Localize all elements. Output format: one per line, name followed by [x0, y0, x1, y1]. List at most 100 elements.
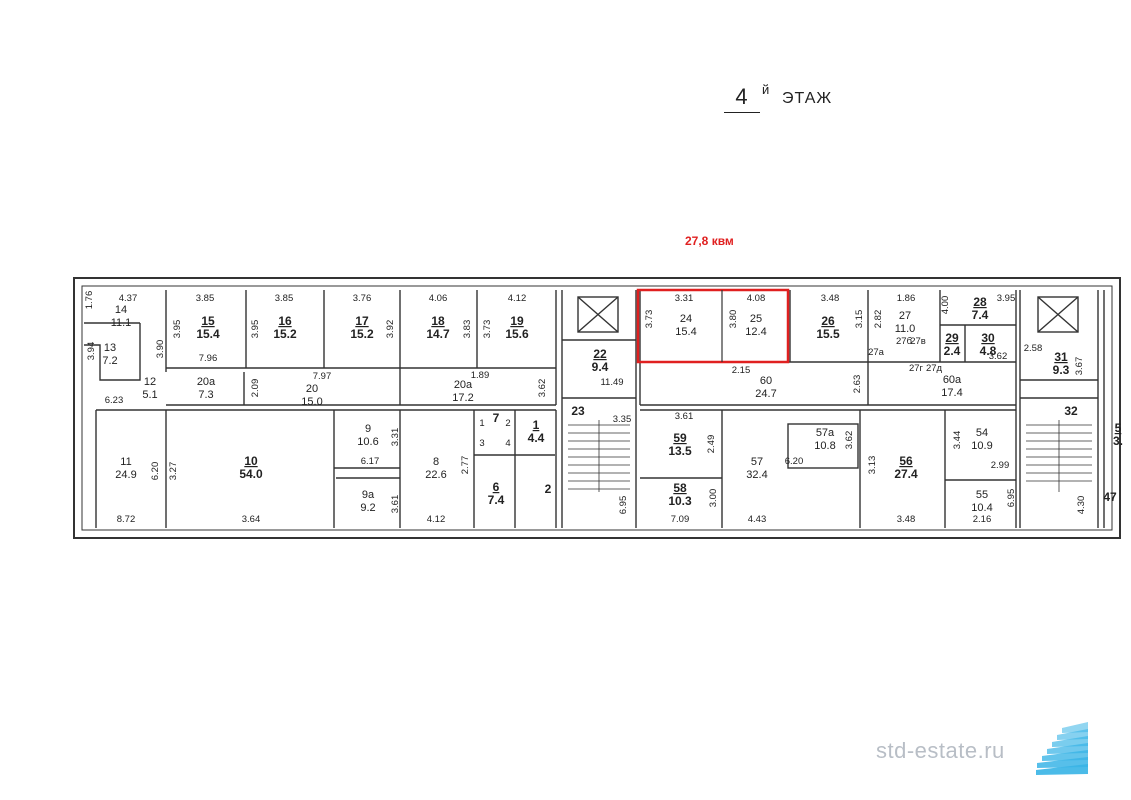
dimension-label: 2.09: [250, 379, 261, 398]
dimension-label: 3.44: [952, 431, 963, 450]
dimension-label: 3.85: [196, 293, 215, 304]
dimension-label: 3.92: [385, 320, 396, 339]
room-area: 15.4: [675, 326, 696, 338]
room-area: 11.0: [895, 323, 916, 335]
dimension-label: 11.49: [600, 377, 623, 388]
dimension-label: 3.95: [250, 320, 261, 339]
small-label: 3: [479, 438, 484, 449]
room-28: 287.4: [972, 295, 989, 322]
logo-stripe: [1042, 750, 1088, 761]
small-label: 1: [479, 418, 484, 429]
dimension-label: 4.00: [940, 296, 951, 315]
dimension-label: 3.64: [242, 514, 261, 525]
room-5: 53.: [1113, 421, 1123, 448]
room-number: 13: [104, 342, 116, 354]
room-number: 31: [1054, 350, 1068, 364]
dimension-label: 2.58: [1024, 343, 1043, 354]
room-30: 304.8: [980, 331, 997, 358]
room-area: 17.4: [941, 387, 962, 399]
room-9: 910.6: [357, 423, 378, 448]
room-9а: 9а9.2: [360, 489, 375, 514]
room-area: 15.4: [196, 327, 220, 341]
room-number: 12: [144, 376, 156, 388]
room-area: 24.7: [755, 388, 776, 400]
dimension-label: 2.77: [460, 456, 471, 475]
dimension-label: 3.73: [482, 320, 493, 339]
room-area: 7.4: [972, 308, 989, 322]
room-number: 47: [1103, 490, 1117, 504]
dimension-label: 3.76: [353, 293, 372, 304]
room-number: 59: [673, 431, 687, 445]
room-area: 4.4: [528, 431, 545, 445]
room-12: 125.1: [142, 376, 157, 401]
dimension-label: 2.49: [706, 435, 717, 454]
dimension-label: 6.23: [105, 395, 124, 406]
floor-number: 4: [724, 84, 760, 113]
room-area: 24.9: [115, 469, 136, 481]
dimension-label: 1.89: [471, 370, 490, 381]
room-number: 17: [355, 314, 369, 328]
room-area: 10.6: [357, 436, 378, 448]
floor-label: ЭТАЖ: [782, 90, 833, 107]
room-area: 9.3: [1053, 363, 1070, 377]
dimension-label: 4.08: [747, 293, 766, 304]
room-number: 20а: [197, 376, 216, 388]
room-number: 56: [899, 454, 913, 468]
room-area: 5.1: [142, 389, 157, 401]
dimension-label: 3.80: [728, 310, 739, 329]
room-number: 60: [760, 375, 772, 387]
room-area: 11.1: [111, 317, 132, 329]
room-area: 54.0: [239, 467, 263, 481]
room-area: 10.8: [814, 440, 835, 452]
room-area: 15.2: [350, 327, 374, 341]
room-number: 7: [493, 411, 500, 425]
room-area: 10.3: [668, 494, 692, 508]
dimension-label: 6.20: [785, 456, 804, 467]
room-area: 3.: [1113, 434, 1123, 448]
small-label: 27в: [910, 336, 926, 347]
small-label: 2: [505, 418, 510, 429]
small-label: 27г: [909, 363, 924, 374]
dimension-label: 3.90: [155, 340, 166, 359]
logo-stripe: [1057, 729, 1088, 740]
room-number: 5: [1115, 421, 1122, 435]
room-number: 30: [981, 331, 995, 345]
room-13: 137.2: [102, 342, 117, 367]
room-22: 229.4: [592, 347, 609, 374]
room-8: 822.6: [425, 456, 446, 481]
room-number: 58: [673, 481, 687, 495]
dimension-label: 3.67: [1074, 357, 1085, 376]
dimension-label: 8.72: [117, 514, 136, 525]
dimension-label: 3.62: [537, 379, 548, 398]
room-area: 9.4: [592, 360, 609, 374]
room-area: 7.2: [102, 355, 117, 367]
floor-number-suffix: й: [762, 82, 771, 97]
room-2: 2: [545, 482, 552, 496]
dimension-label: 6.95: [1006, 489, 1017, 508]
logo-stripe: [1036, 764, 1088, 775]
logo-stripe: [1047, 743, 1088, 754]
small-label: 4: [505, 438, 510, 449]
room-area: 10.9: [971, 440, 992, 452]
room-number: 9: [365, 423, 371, 435]
room-number: 24: [680, 313, 692, 325]
dimension-label: 7.09: [671, 514, 690, 525]
room-area: 12.4: [745, 326, 766, 338]
room-7: 7: [493, 411, 500, 425]
room-number: 20а: [454, 379, 473, 391]
dimension-label: 3.62: [989, 351, 1008, 362]
highlighted-area-label: 27,8 квм: [685, 234, 734, 248]
highlighted-rooms-outline: [636, 288, 790, 364]
